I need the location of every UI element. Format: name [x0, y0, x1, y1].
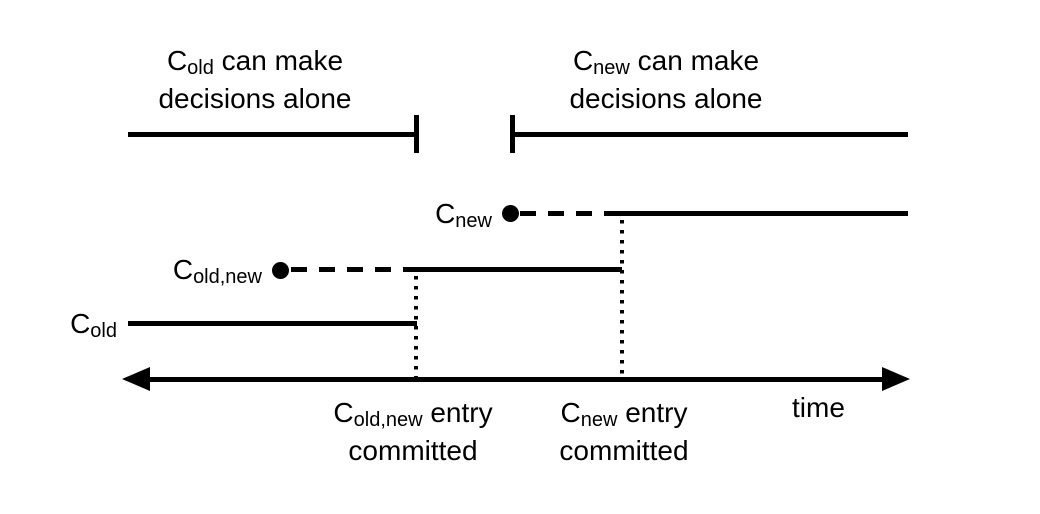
coldnew-start-dot: [272, 262, 289, 279]
time-axis-line: [140, 377, 900, 382]
cnew-start-dot: [502, 205, 519, 222]
cnew-commit-dotted-line: [620, 220, 624, 377]
cold-decision-period-line: [128, 132, 419, 137]
cnew-entry-committed-line1: Cnew entry: [560, 397, 688, 431]
cnew-decision-period-line2: decisions alone: [569, 83, 763, 114]
coldnew-entry-committed-label: Cold,new entry committed: [283, 394, 543, 470]
cnew-entry-committed-line2: committed: [559, 435, 689, 466]
coldnew-timeline-label: Cold,new: [172, 254, 262, 288]
cold-active-line: [128, 321, 417, 326]
coldnew-entry-committed-line1: Cold,new entry: [333, 397, 493, 431]
cold-decision-period-line2: decisions alone: [158, 83, 352, 114]
cold-period-end-tick: [414, 115, 419, 153]
cnew-active-line: [618, 211, 908, 216]
coldnew-commit-dotted-line: [414, 276, 418, 377]
cnew-decision-period-annotation: Cnew can make decisions alone: [506, 42, 826, 118]
cnew-entry-committed-label: Cnew entry committed: [494, 394, 754, 470]
time-axis-label: time: [792, 392, 845, 423]
cold-timeline-label: Cold: [70, 308, 117, 342]
cold-decision-period-annotation: Cold can make decisions alone: [95, 42, 415, 118]
cnew-period-start-tick: [510, 115, 515, 153]
cnew-decision-period-line: [510, 132, 908, 137]
coldnew-entry-committed-line2: committed: [348, 435, 478, 466]
time-axis-right-arrowhead: [882, 367, 910, 391]
cold-decision-period-line1: Cold can make: [166, 45, 344, 79]
coldnew-active-line: [408, 267, 622, 272]
cnew-decision-period-line1: Cnew can make: [572, 45, 760, 79]
time-axis-left-arrowhead: [122, 367, 150, 391]
coldnew-pending-dashed-line: [291, 267, 410, 272]
cnew-timeline-label: Cnew: [435, 198, 492, 232]
cnew-pending-dashed-line: [520, 211, 620, 216]
